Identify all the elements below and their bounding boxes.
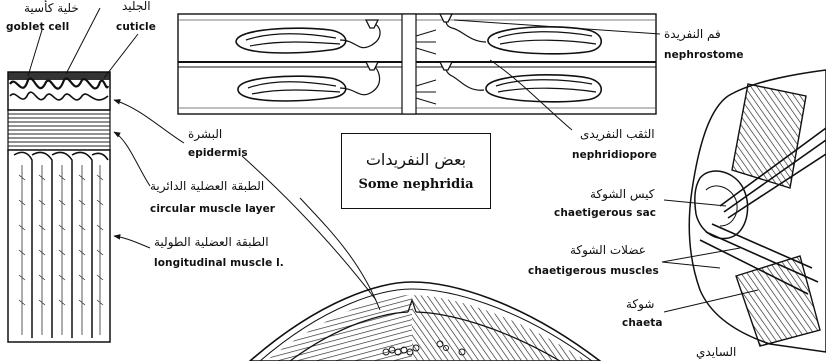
- nephridiopore-label-ar: الثقب النفريدى: [580, 128, 655, 140]
- longitudinal-muscle-label-ar: الطبقة العضلية الطولية: [154, 236, 269, 248]
- nephrostome-label-ar: فم النفريدة: [664, 28, 721, 40]
- chaeta-label-ar: شوكة: [626, 298, 654, 310]
- nephrostome-label-en: nephrostome: [664, 50, 744, 61]
- title-box: بعض النفريدات Some nephridia: [341, 133, 491, 209]
- nephridiopore-label-en: nephridiopore: [572, 150, 657, 161]
- chaetigerous-sac-label-en: chaetigerous sac: [554, 208, 656, 219]
- body-wall-section: [8, 8, 184, 342]
- chaetigerous-muscles-label-en: chaetigerous muscles: [528, 266, 659, 277]
- epidermis-label-en: epidermis: [188, 148, 248, 159]
- title-en: Some nephridia: [358, 177, 473, 192]
- chaeta-label-en: chaeta: [622, 318, 663, 329]
- cuticle-label-ar: الجليد: [122, 0, 151, 12]
- parapodium: [662, 70, 826, 352]
- chaetigerous-sac-label-ar: كيس الشوكة: [590, 188, 655, 200]
- partial-bottom-label-ar: السايدي: [696, 346, 736, 358]
- circular-muscle-label-ar: الطبقة العضلية الدائرية: [150, 180, 264, 192]
- circular-muscle-label-en: circular muscle layer: [150, 204, 275, 215]
- goblet-cell-label-en: goblet cell: [6, 22, 69, 33]
- longitudinal-muscle-label-en: longitudinal muscle l.: [154, 258, 284, 269]
- nephridia-drawing: [178, 14, 660, 130]
- epidermis-label-ar: البشرة: [188, 128, 222, 140]
- cuticle-label-en: cuticle: [116, 22, 156, 33]
- chaetigerous-muscles-label-ar: عضلات الشوكة: [570, 244, 646, 256]
- goblet-cell-label-ar: خلية كأسية: [24, 2, 79, 14]
- title-ar: بعض النفريدات: [366, 150, 466, 169]
